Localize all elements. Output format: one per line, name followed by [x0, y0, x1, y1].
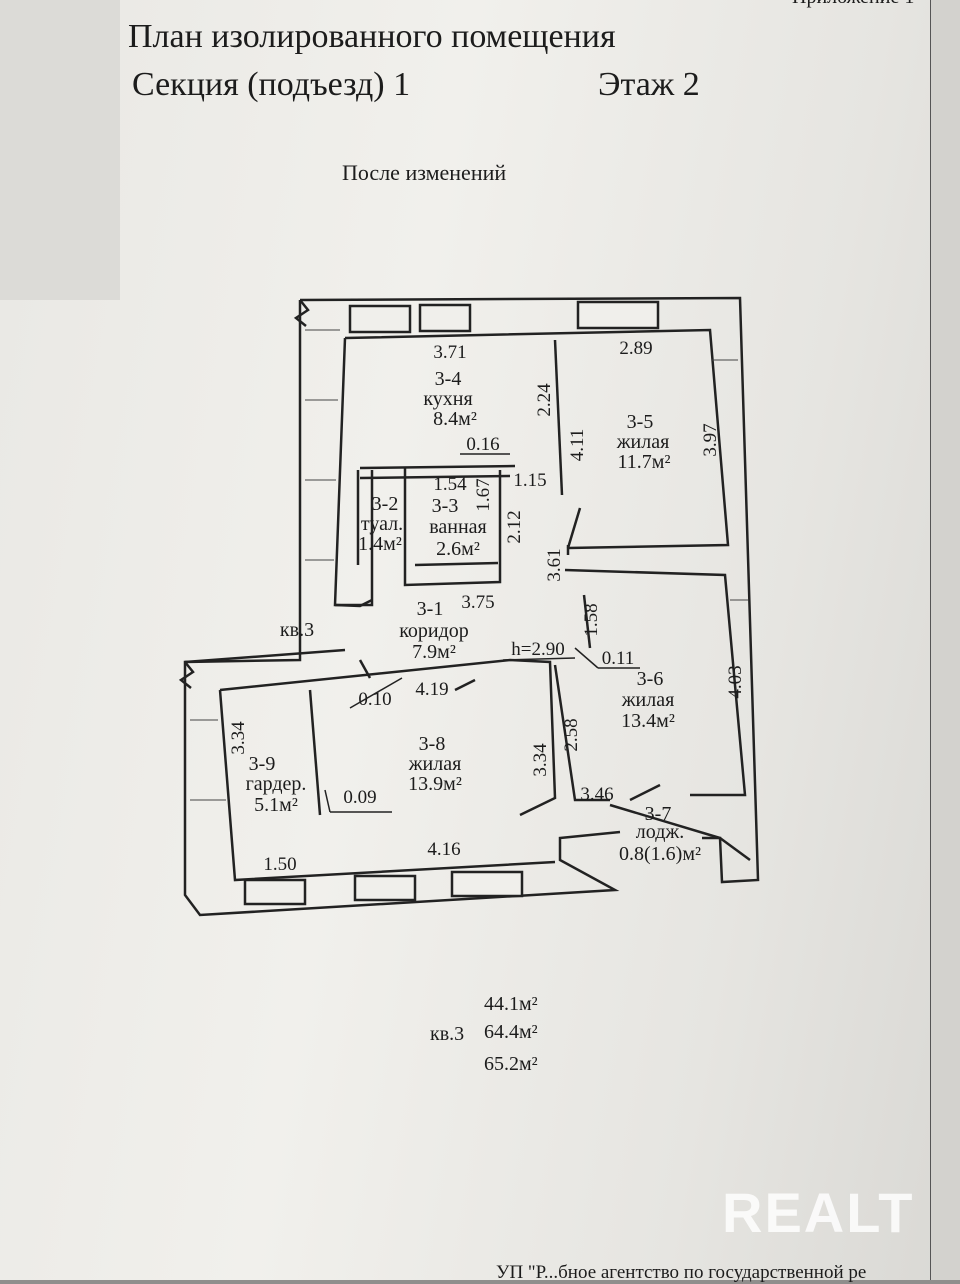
dim-3-46: 3.46: [580, 784, 613, 805]
room-3-2-id: 3-2: [372, 493, 399, 515]
room-3-9-id: 3-9: [249, 753, 276, 775]
dimension-leaders: [324, 453, 640, 813]
room-3-5-id: 3-5: [627, 411, 654, 433]
dim-4-11: 4.11: [567, 429, 588, 462]
room-3-3-area: 2.6м²: [436, 538, 480, 560]
room-3-1-name: коридор: [399, 620, 469, 642]
dim-3-71: 3.71: [433, 342, 466, 363]
dim-4-03: 4.03: [725, 665, 746, 698]
dim-1-67: 1.67: [473, 478, 494, 511]
room-3-6-area: 13.4м²: [621, 710, 675, 732]
room-3-8-id: 3-8: [419, 733, 446, 755]
wall-hatch: [190, 329, 748, 801]
dim-1-15: 1.15: [513, 470, 546, 491]
dim-0-10: 0.10: [358, 689, 391, 710]
dim-2-89: 2.89: [619, 338, 652, 359]
room-3-7-name: лодж.: [636, 821, 684, 843]
footer-stamp-text: УП "Р...бное агентство по государственно…: [496, 1262, 867, 1283]
room-3-7-id: 3-7: [645, 803, 672, 825]
document-edge: [930, 0, 960, 1280]
dim-3-34-left: 3.34: [228, 721, 249, 755]
dim-2-24: 2.24: [534, 383, 555, 417]
room-3-2-area: 1.4м²: [358, 533, 402, 555]
dim-1-54: 1.54: [433, 474, 467, 495]
room-3-2-name: туал.: [361, 513, 403, 535]
dim-0-11: 0.11: [602, 648, 635, 669]
room-3-1-area: 7.9м²: [412, 641, 456, 663]
annex-label: Приложение 1: [792, 0, 914, 9]
dim-h-2-90: h=2.90: [511, 639, 564, 660]
room-3-5-name: жилая: [616, 431, 670, 453]
room-3-5-area: 11.7м²: [618, 451, 671, 473]
total-area: 64.4м²: [484, 1021, 538, 1043]
dim-0-16: 0.16: [466, 434, 499, 455]
dim-3-61: 3.61: [544, 548, 565, 581]
room-3-6-id: 3-6: [637, 668, 664, 690]
total-area-with-loggia: 65.2м²: [484, 1053, 538, 1075]
room-3-8-name: жилая: [408, 753, 462, 775]
dim-3-97: 3.97: [700, 423, 721, 456]
dim-4-16: 4.16: [427, 839, 460, 860]
room-3-7-area: 0.8(1.6)м²: [619, 843, 701, 865]
apartment-label: кв.3: [280, 619, 314, 641]
room-3-4-name: кухня: [423, 388, 472, 410]
plan-walls: [178, 296, 760, 917]
section-label: Секция (подъезд) 1: [132, 66, 411, 103]
room-3-3-id: 3-3: [432, 495, 459, 517]
floor-label: Этаж 2: [598, 66, 700, 103]
dim-3-34-right: 3.34: [530, 743, 551, 777]
dim-1-58: 1.58: [581, 603, 602, 636]
room-3-9-name: гардер.: [246, 773, 307, 795]
room-3-9-area: 5.1м²: [254, 794, 298, 816]
room-3-4-area: 8.4м²: [433, 408, 477, 430]
dim-4-19: 4.19: [415, 679, 448, 700]
room-3-8-area: 13.9м²: [408, 773, 462, 795]
dim-0-09: 0.09: [343, 787, 376, 808]
dim-3-75: 3.75: [461, 592, 494, 613]
underlying-page: [0, 0, 120, 300]
page-title: План изолированного помещения: [128, 18, 616, 55]
total-apartment-label: кв.3: [430, 1023, 465, 1045]
room-3-1-id: 3-1: [417, 598, 444, 620]
total-living-area: 44.1м²: [484, 993, 538, 1015]
room-3-6-name: жилая: [621, 689, 675, 711]
dim-1-50: 1.50: [263, 854, 296, 875]
room-3-4-id: 3-4: [435, 368, 462, 390]
dim-2-58: 2.58: [561, 718, 582, 751]
realt-watermark: REALT: [722, 1181, 915, 1244]
room-3-3-name: ванная: [429, 516, 487, 538]
dim-2-12: 2.12: [504, 510, 525, 543]
subtitle: После изменений: [342, 160, 507, 185]
